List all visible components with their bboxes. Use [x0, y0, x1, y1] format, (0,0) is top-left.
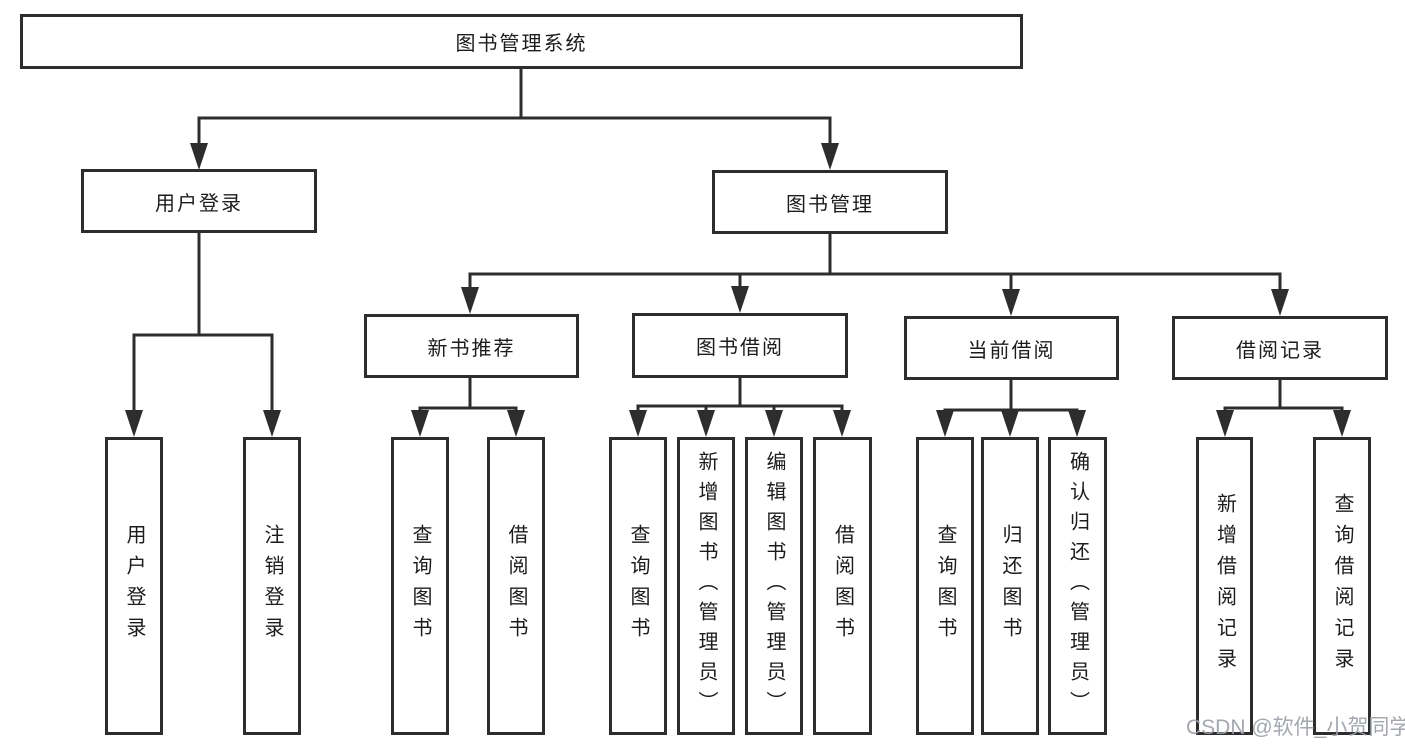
connector-records-children — [1216, 378, 1351, 437]
node-label: 新书推荐 — [427, 337, 516, 360]
arrowhead-down-icon — [697, 410, 715, 437]
leaf-label: 确认归还（管理员） — [1066, 451, 1089, 721]
leaf-records-query-record: 查询借阅记录 — [1313, 437, 1371, 735]
arrowhead-down-icon — [1271, 289, 1289, 316]
leaf-label: 新增借阅记录 — [1213, 493, 1236, 679]
connector-book-mgmt-children — [461, 232, 1289, 316]
node-label: 图书管理系统 — [455, 33, 588, 55]
arrowhead-down-icon — [461, 287, 479, 314]
leaf-label: 查询图书 — [409, 524, 431, 648]
connector-path — [418, 376, 518, 420]
leaf-current-query-books: 查询图书 — [916, 437, 974, 735]
leaf-label: 查询图书 — [627, 524, 649, 648]
arrowhead-down-icon — [1068, 410, 1086, 437]
node-label: 图书借阅 — [696, 337, 784, 359]
csdn-watermark: CSDN @软件_小贺同学 — [1186, 716, 1405, 739]
arrowhead-down-icon — [1333, 410, 1351, 437]
arrowhead-down-icon — [190, 143, 208, 170]
connector-borrowing-children — [629, 376, 851, 437]
arrowhead-down-icon — [821, 143, 839, 170]
arrowhead-down-icon — [507, 410, 525, 437]
connector-current-children — [936, 378, 1086, 437]
connector-path — [468, 232, 1282, 299]
arrowhead-down-icon — [411, 410, 429, 437]
leaf-label: 新增图书（管理员） — [695, 451, 717, 721]
leaf-records-add-record: 新增借阅记录 — [1196, 437, 1253, 735]
leaf-label: 编辑图书（管理员） — [763, 451, 785, 721]
leaf-label: 查询图书 — [934, 524, 956, 648]
arrowhead-down-icon — [833, 410, 851, 437]
arrowhead-down-icon — [1216, 410, 1234, 437]
node-label: 当前借阅 — [967, 339, 1056, 362]
leaf-borrowing-query-books: 查询图书 — [609, 437, 667, 735]
node-current-borrowing: 当前借阅 — [904, 316, 1119, 380]
connector-path — [1223, 378, 1344, 420]
leaf-label: 查询借阅记录 — [1331, 493, 1353, 679]
node-book-borrowing: 图书借阅 — [632, 313, 848, 378]
arrowhead-down-icon — [263, 410, 281, 437]
arrowhead-down-icon — [731, 286, 749, 313]
leaf-current-confirm-return-admin: 确认归还（管理员） — [1048, 437, 1107, 735]
leaf-borrowing-add-books-admin: 新增图书（管理员） — [677, 437, 735, 735]
arrowhead-down-icon — [1001, 410, 1019, 437]
leaf-label: 用户登录 — [123, 524, 145, 648]
connector-root-to-level2 — [190, 67, 839, 170]
leaf-newbook-query-books: 查询图书 — [391, 437, 449, 735]
leaf-borrowing-borrow-books: 借阅图书 — [813, 437, 872, 735]
node-label: 用户登录 — [155, 192, 243, 215]
leaf-user-login: 用户登录 — [105, 437, 163, 735]
connector-new-book-children — [411, 376, 525, 437]
leaf-logout: 注销登录 — [243, 437, 301, 735]
arrowhead-down-icon — [765, 410, 783, 437]
leaf-current-return-books: 归还图书 — [981, 437, 1039, 735]
connector-user-login-children — [125, 231, 281, 437]
leaf-newbook-borrow-books: 借阅图书 — [487, 437, 545, 735]
node-label: 借阅记录 — [1236, 339, 1324, 362]
arrowhead-down-icon — [1002, 289, 1020, 316]
node-borrow-records: 借阅记录 — [1172, 316, 1388, 380]
connector-path — [636, 376, 844, 420]
node-new-book-recommend: 新书推荐 — [364, 314, 579, 378]
node-book-management-branch: 图书管理 — [712, 170, 948, 234]
arrowhead-down-icon — [629, 410, 647, 437]
node-label: 图书管理 — [786, 193, 874, 216]
leaf-label: 借阅图书 — [831, 524, 854, 648]
node-user-login-branch: 用户登录 — [81, 169, 317, 233]
connector-path — [132, 231, 274, 420]
leaf-label: 借阅图书 — [505, 524, 527, 648]
connector-path — [197, 67, 832, 153]
arrowhead-down-icon — [936, 410, 954, 437]
arrowhead-down-icon — [125, 410, 143, 437]
leaf-label: 归还图书 — [999, 524, 1021, 648]
leaf-borrowing-edit-books-admin: 编辑图书（管理员） — [745, 437, 803, 735]
leaf-label: 注销登录 — [261, 524, 283, 648]
node-library-management-system: 图书管理系统 — [20, 14, 1023, 69]
